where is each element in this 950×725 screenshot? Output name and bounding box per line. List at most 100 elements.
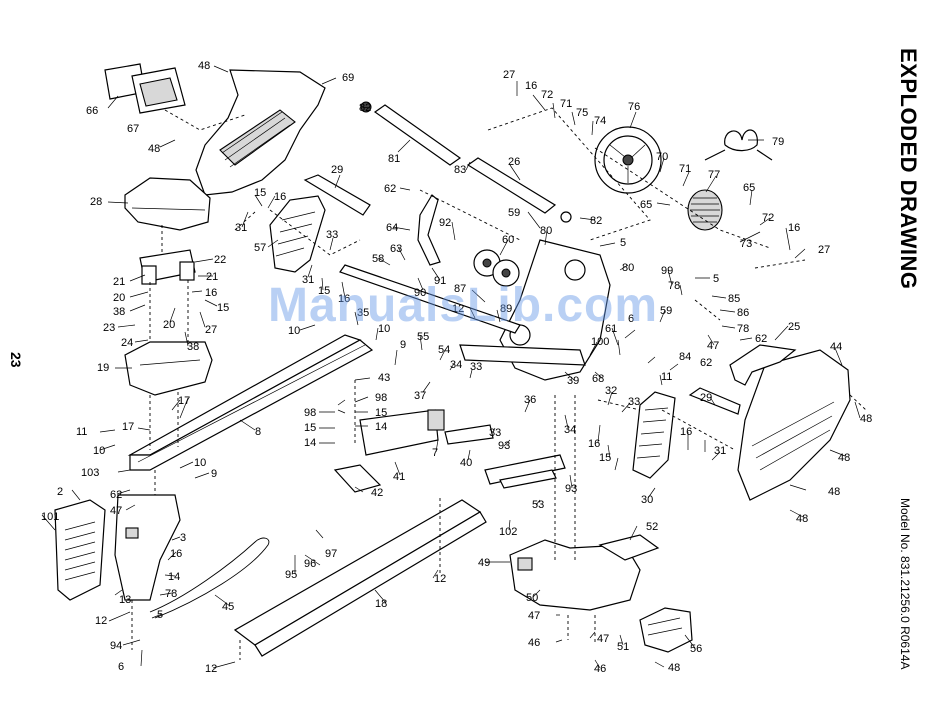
callout: 60 xyxy=(502,234,514,246)
callout: 45 xyxy=(222,601,234,613)
callout: 33 xyxy=(470,361,482,373)
part-pedal-arm-upper xyxy=(303,174,371,216)
part-resistance-roller xyxy=(687,189,723,231)
part-main-frame xyxy=(459,239,611,381)
callout: 48 xyxy=(668,662,680,674)
callout: 25 xyxy=(788,321,800,333)
callout: 90 xyxy=(414,287,426,299)
callout: 32 xyxy=(605,385,617,397)
callout: 51 xyxy=(617,641,629,653)
part-seat-bracket xyxy=(139,249,196,285)
callout: 20 xyxy=(113,292,125,304)
callout: 9 xyxy=(211,468,217,480)
callout: 2 xyxy=(57,486,63,498)
callout: 41 xyxy=(393,471,405,483)
callout: 33 xyxy=(628,396,640,408)
callout: 22 xyxy=(214,254,226,266)
callout: 65 xyxy=(743,182,755,194)
callout: 68 xyxy=(592,373,604,385)
callout: 62 xyxy=(755,333,767,345)
callout: 79 xyxy=(772,136,784,148)
callout: 27 xyxy=(205,324,217,336)
callout: 62 xyxy=(384,183,396,195)
callout: 3 xyxy=(180,532,186,544)
part-console-housing xyxy=(195,69,326,196)
part-front-frame xyxy=(114,494,181,601)
leader-lines xyxy=(41,65,861,669)
part-base-frame xyxy=(233,499,487,657)
callout: 83 xyxy=(454,164,466,176)
part-seat-carriage xyxy=(124,341,213,396)
callout: 36 xyxy=(524,394,536,406)
callout: 71 xyxy=(679,163,691,175)
callout: 12 xyxy=(452,303,464,315)
callout: 18 xyxy=(375,598,387,610)
callout: 93 xyxy=(498,440,510,452)
callout: 47 xyxy=(707,340,719,352)
callout: 38 xyxy=(113,306,125,318)
callout: 34 xyxy=(450,359,462,371)
callout: 7 xyxy=(432,447,438,459)
callout: 16 xyxy=(205,287,217,299)
callout: 23 xyxy=(103,322,115,334)
callout: 28 xyxy=(90,196,102,208)
callout: 46 xyxy=(594,663,606,675)
part-front-shroud xyxy=(54,499,106,601)
callout: 78 xyxy=(737,323,749,335)
callout: 10 xyxy=(288,325,300,337)
callout: 16 xyxy=(170,548,182,560)
callout: 67 xyxy=(127,123,139,135)
callout: 14 xyxy=(304,437,316,449)
callout: 78 xyxy=(165,588,177,600)
callout: 15 xyxy=(304,422,316,434)
callout: 74 xyxy=(594,115,606,127)
part-pulleys xyxy=(473,249,520,287)
callout: 59 xyxy=(660,305,672,317)
callout: 24 xyxy=(121,337,133,349)
callout: 55 xyxy=(417,331,429,343)
callout: 82 xyxy=(359,102,371,114)
callout: 34 xyxy=(564,424,576,436)
callout: 98 xyxy=(304,407,316,419)
callout: 11 xyxy=(76,426,87,438)
callout: 58 xyxy=(372,253,384,265)
callout: 70 xyxy=(656,151,668,163)
callout: 91 xyxy=(434,275,446,287)
callout: 20 xyxy=(163,319,175,331)
part-pedal-left xyxy=(269,195,326,273)
callout: 42 xyxy=(371,487,383,499)
callout: 94 xyxy=(110,640,122,652)
callout: 16 xyxy=(788,222,800,234)
callout: 44 xyxy=(830,341,842,353)
callout: 92 xyxy=(439,217,451,229)
callout: 71 xyxy=(560,98,572,110)
watermark: ManualsLib.com xyxy=(268,279,659,332)
callout: 15 xyxy=(375,407,387,419)
callout: 57 xyxy=(254,242,266,254)
callout: 97 xyxy=(325,548,337,560)
callout: 30 xyxy=(641,494,653,506)
callout: 6 xyxy=(118,661,124,673)
callout: 93 xyxy=(565,483,577,495)
callout: 14 xyxy=(168,571,180,583)
callout: 59 xyxy=(508,207,520,219)
callout: 80 xyxy=(622,262,634,274)
callout: 72 xyxy=(762,212,774,224)
callout: 96 xyxy=(304,558,316,570)
callout: 65 xyxy=(640,199,652,211)
part-seat xyxy=(124,177,211,231)
callout: 85 xyxy=(728,293,740,305)
callout: 62 xyxy=(110,489,122,501)
callout: 81 xyxy=(388,153,400,165)
part-brackets xyxy=(444,424,566,489)
callout: 16 xyxy=(525,80,537,92)
callout: 48 xyxy=(796,513,808,525)
callout: 102 xyxy=(499,526,517,538)
part-cross-tube xyxy=(339,264,521,334)
callout: 31 xyxy=(235,222,247,234)
callout: 10 xyxy=(194,457,206,469)
callout: 50 xyxy=(526,592,538,604)
page-title: EXPLODED DRAWING xyxy=(896,48,921,290)
callout: 27 xyxy=(818,244,830,256)
callout: 66 xyxy=(86,105,98,117)
